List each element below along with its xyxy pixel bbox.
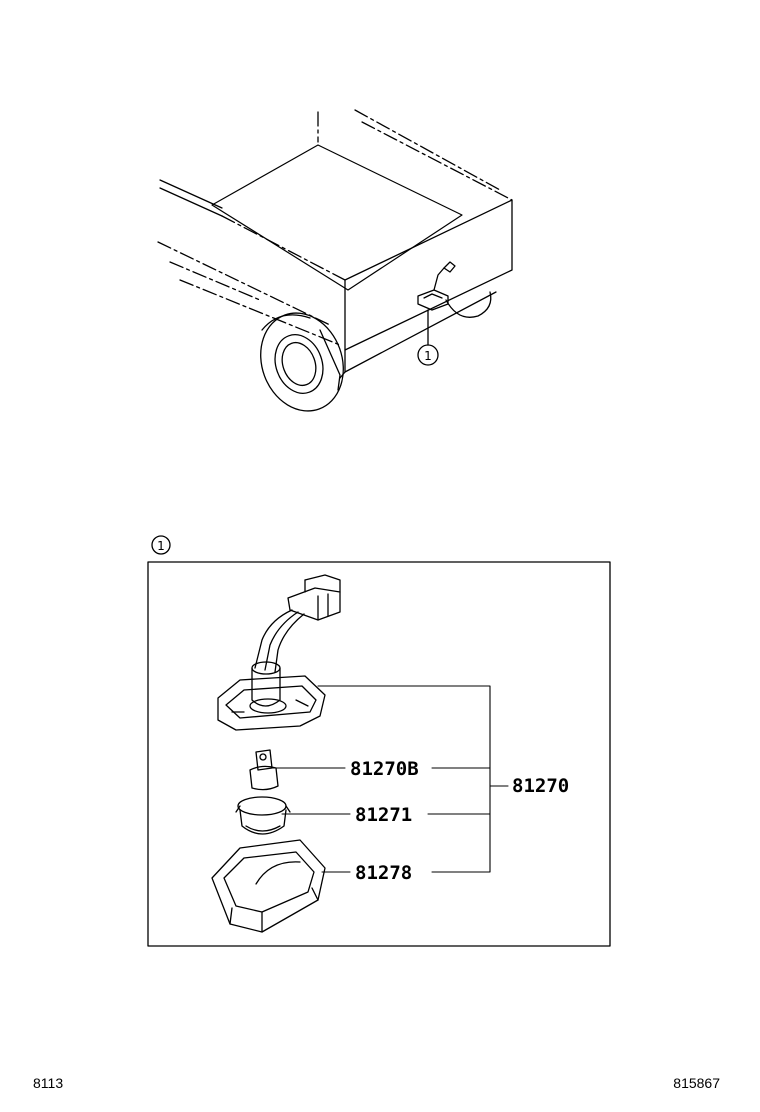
inset-marker-circle (151, 535, 171, 555)
socket-81270-illustration (217, 661, 326, 731)
footer-page-code: 8113 (33, 1075, 64, 1091)
inset-marker-label: 1 (157, 539, 165, 553)
part-label-81278[interactable]: 81278 (355, 862, 412, 884)
assembly-label-81270[interactable]: 81270 (512, 775, 569, 797)
callout-marker-label: 1 (424, 349, 432, 363)
footer-illustration-number: 815867 (673, 1075, 720, 1091)
truck-bed-illustration (157, 109, 513, 412)
callout-marker-circle (417, 344, 439, 366)
housing-81278-illustration (211, 839, 326, 933)
inset-frame (147, 561, 611, 947)
part-label-81271[interactable]: 81271 (355, 804, 412, 826)
connector-illustration (254, 574, 341, 673)
part-label-81270b[interactable]: 81270B (350, 758, 419, 780)
leader-lines (271, 685, 509, 873)
bulb-81270b-illustration (249, 749, 279, 791)
lens-81271-illustration (235, 796, 291, 835)
